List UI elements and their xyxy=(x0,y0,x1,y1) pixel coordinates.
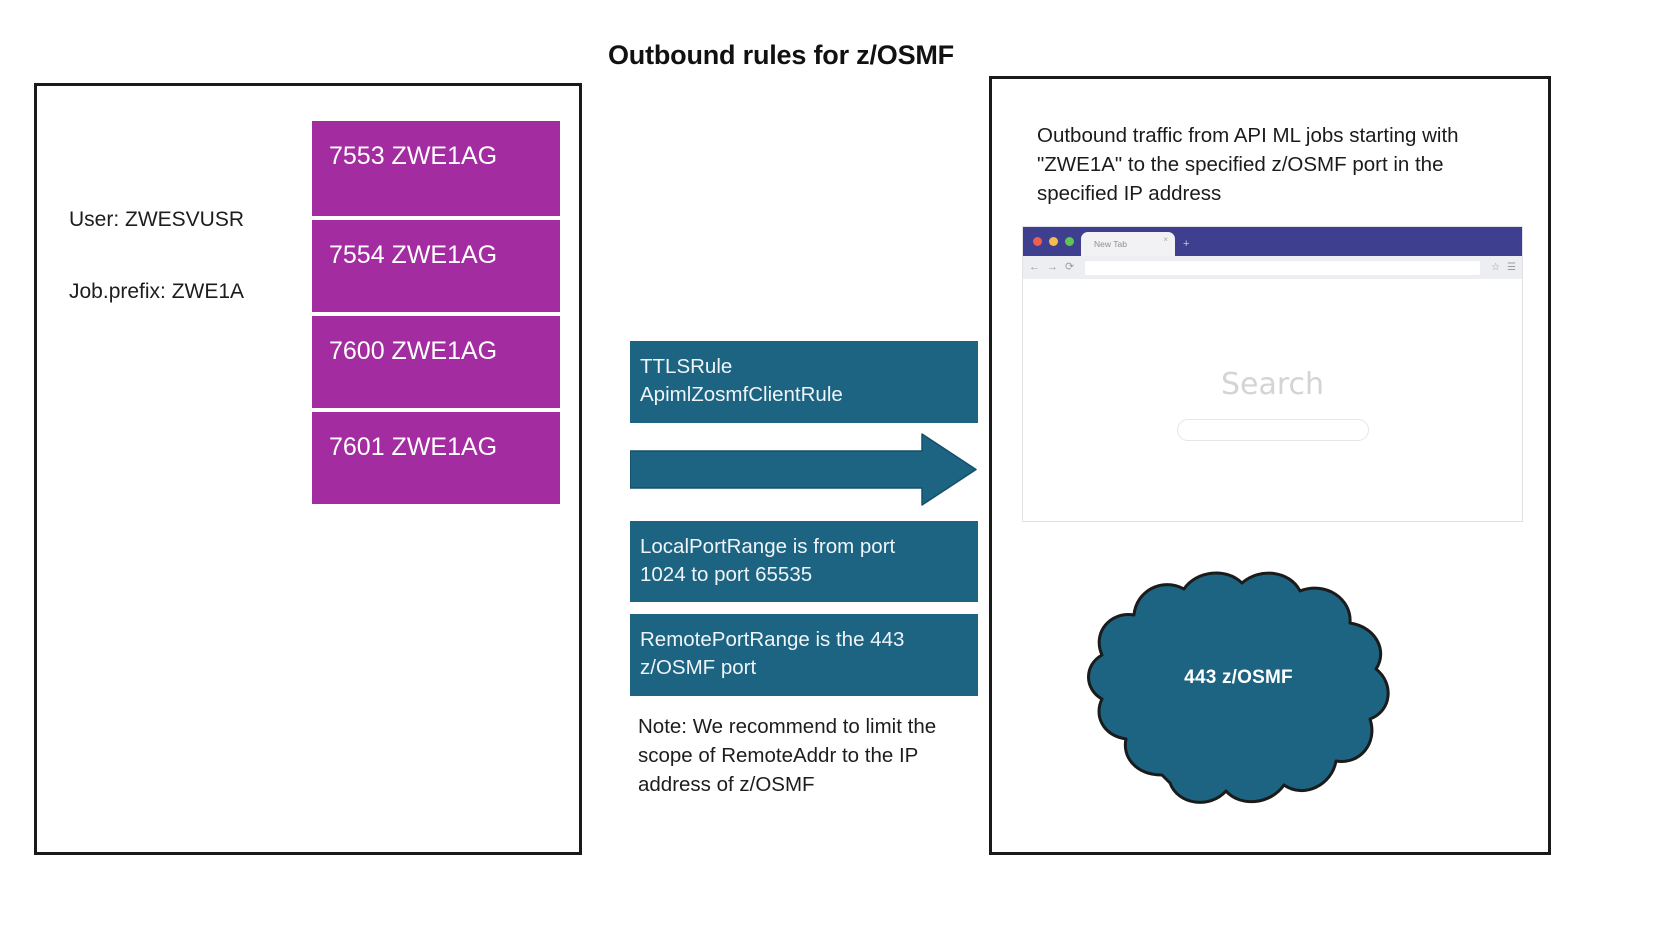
flow-arrow xyxy=(630,432,978,507)
page-title: Outbound rules for z/OSMF xyxy=(0,40,1672,71)
local-port-line-2: 1024 to port 65535 xyxy=(640,562,813,586)
recommendation-note: Note: We recommend to limit the scope of… xyxy=(638,714,937,797)
spacer xyxy=(630,602,978,614)
remote-port-line-2: z/OSMF port xyxy=(640,656,757,680)
reload-icon[interactable]: ⟳ xyxy=(1065,261,1075,273)
browser-mockup: New Tab × + ← → ⟳ ☆ ☰ Search xyxy=(1023,227,1522,521)
port-box: 7601 ZWE1AG xyxy=(312,412,560,504)
browser-tab[interactable]: New Tab × xyxy=(1081,232,1175,256)
new-tab-icon[interactable]: + xyxy=(1183,238,1190,250)
address-bar-input[interactable] xyxy=(1085,260,1481,275)
port-box: 7553 ZWE1AG xyxy=(312,121,560,216)
zosmf-cloud: 443 z/OSMF xyxy=(1070,569,1407,811)
port-box-stack: 7553 ZWE1AG 7554 ZWE1AG 7600 ZWE1AG 7601… xyxy=(312,121,560,504)
ttls-rule-line-2: ApimlZosmfClientRule xyxy=(640,383,843,407)
maximize-window-icon[interactable] xyxy=(1065,237,1074,246)
cloud-label: 443 z/OSMF xyxy=(1184,667,1293,688)
menu-hamburger-icon[interactable]: ☰ xyxy=(1507,261,1516,273)
bookmark-star-icon[interactable]: ☆ xyxy=(1491,261,1501,273)
local-port-line-1: LocalPortRange is from port xyxy=(640,534,896,558)
close-tab-icon[interactable]: × xyxy=(1163,235,1168,244)
port-box: 7600 ZWE1AG xyxy=(312,316,560,408)
remote-port-range-box: RemotePortRange is the 443 z/OSMF port xyxy=(630,614,978,696)
browser-titlebar: New Tab × + xyxy=(1023,227,1522,256)
forward-icon[interactable]: → xyxy=(1047,261,1058,273)
page-title-text: Outbound rules for z/OSMF xyxy=(608,40,954,70)
minimize-window-icon[interactable] xyxy=(1049,237,1058,246)
port-box: 7554 ZWE1AG xyxy=(312,220,560,312)
search-heading: Search xyxy=(1220,367,1325,402)
browser-content: Search xyxy=(1023,279,1522,521)
back-icon[interactable]: ← xyxy=(1029,261,1040,273)
user-label: User: ZWESVUSR xyxy=(69,208,245,231)
browser-tab-label: New Tab xyxy=(1094,239,1127,249)
ttls-rule-box: TTLSRule ApimlZosmfClientRule xyxy=(630,341,978,423)
remote-port-line-1: RemotePortRange is the 443 xyxy=(640,628,905,652)
cloud-icon xyxy=(1087,571,1390,804)
right-panel-description: Outbound traffic from API ML jobs starti… xyxy=(1037,124,1459,206)
left-panel-labels: User: ZWESVUSR Job.prefix: ZWE1A xyxy=(69,206,329,307)
center-column: TTLSRule ApimlZosmfClientRule LocalPortR… xyxy=(630,341,978,800)
ttls-rule-line-1: TTLSRule xyxy=(640,355,733,378)
right-panel: Outbound traffic from API ML jobs starti… xyxy=(989,76,1551,855)
window-controls[interactable] xyxy=(1033,237,1074,246)
search-input[interactable] xyxy=(1176,419,1369,441)
local-port-range-box: LocalPortRange is from port 1024 to port… xyxy=(630,520,978,603)
left-panel: User: ZWESVUSR Job.prefix: ZWE1A 7553 ZW… xyxy=(34,83,582,855)
job-prefix-label: Job.prefix: ZWE1A xyxy=(69,280,245,304)
close-window-icon[interactable] xyxy=(1033,237,1042,246)
browser-toolbar: ← → ⟳ ☆ ☰ xyxy=(1023,256,1522,279)
right-arrow-icon xyxy=(630,432,977,506)
